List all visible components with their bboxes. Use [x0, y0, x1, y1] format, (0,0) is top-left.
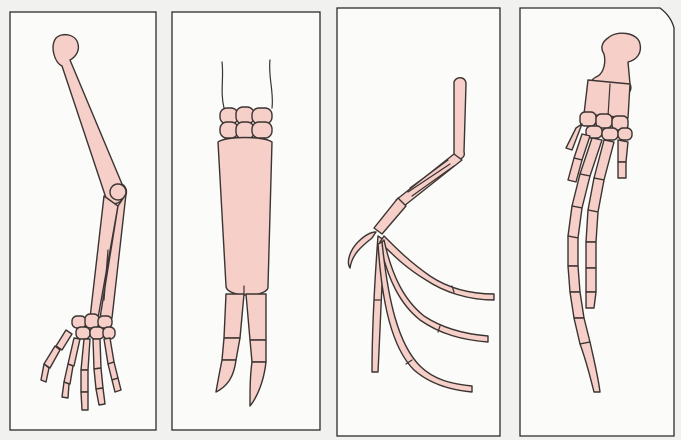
digit-4-bones — [618, 140, 628, 178]
panel-bat-wing — [337, 8, 500, 436]
carpal-bones — [220, 107, 272, 139]
humerus-bone — [454, 78, 466, 159]
cannon-bone — [218, 138, 272, 296]
panel-cow-leg — [172, 12, 320, 430]
panel-whale-flipper — [520, 8, 674, 436]
carpal-bones — [72, 314, 115, 339]
panel-human-arm — [10, 12, 156, 430]
